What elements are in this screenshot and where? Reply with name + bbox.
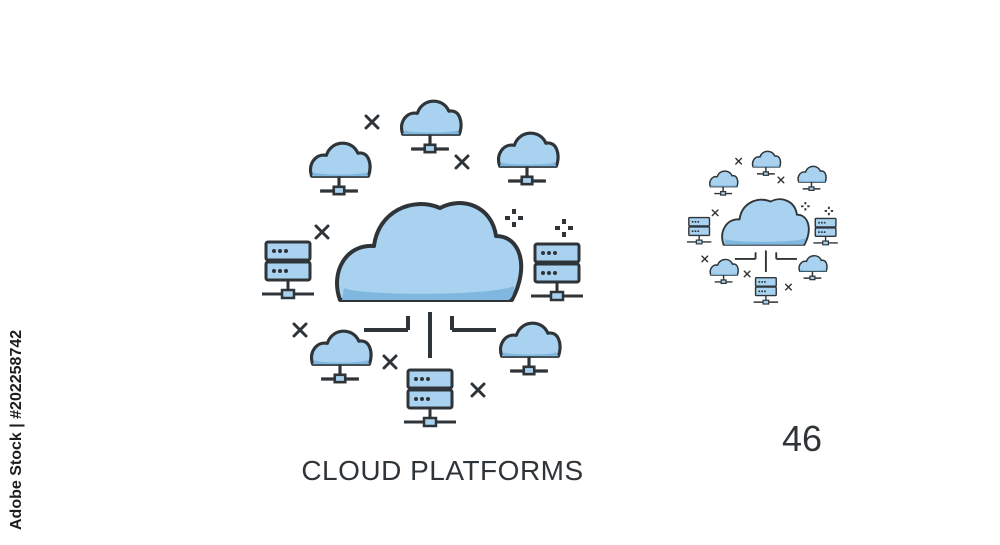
caption-title: CLOUD PLATFORMS <box>301 455 584 486</box>
stock-watermark-id: Adobe Stock | #202258742 <box>8 329 25 530</box>
icon-number: 46 <box>781 418 823 459</box>
large-cloud-platforms-icon <box>262 101 583 426</box>
small-cloud-platforms-icon <box>687 151 838 304</box>
